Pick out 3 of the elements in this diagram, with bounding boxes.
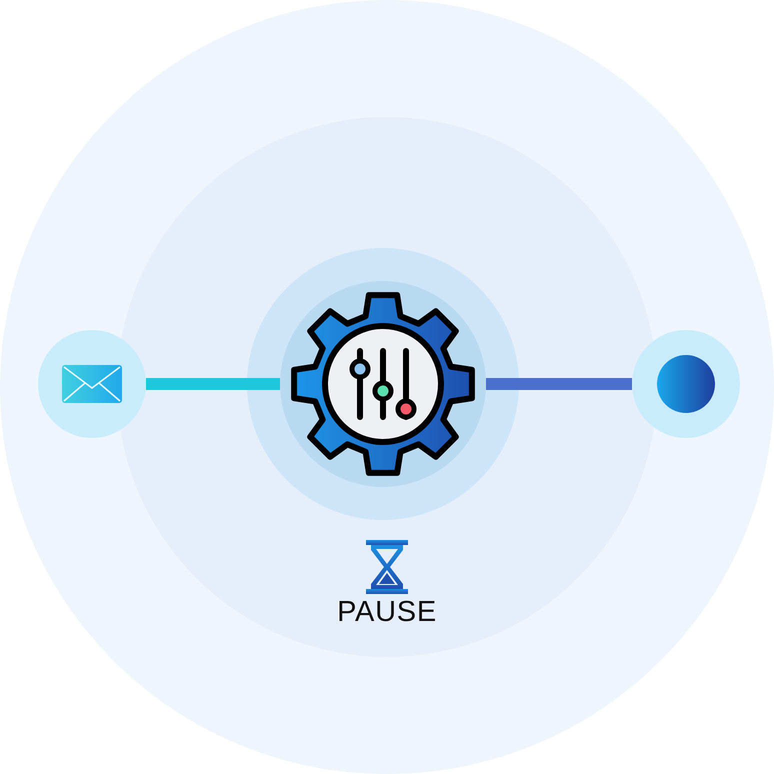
status-label: PAUSE [337, 598, 437, 627]
connector-line [486, 378, 632, 390]
connector-line [146, 378, 280, 390]
